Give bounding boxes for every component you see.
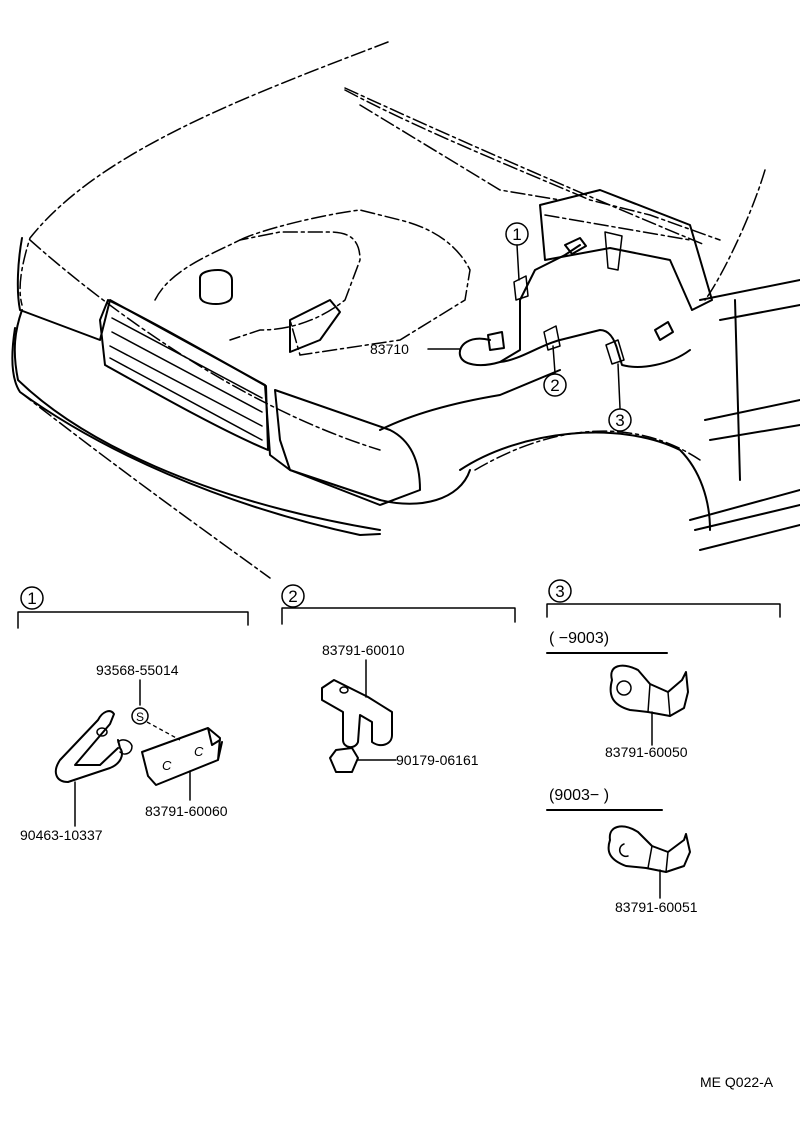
svg-text:S: S bbox=[136, 710, 144, 724]
sensor-harness-2 bbox=[499, 329, 691, 368]
grille-slat-2 bbox=[111, 331, 263, 413]
vehicle-illustration bbox=[11, 41, 800, 579]
svg-text:3: 3 bbox=[555, 582, 564, 601]
svg-text:C: C bbox=[194, 744, 204, 759]
bracket-60050-fold bbox=[647, 683, 671, 717]
grommet-dash bbox=[146, 721, 181, 741]
bumper-bottom bbox=[19, 391, 271, 579]
sensor-harness bbox=[458, 244, 581, 367]
wheel-arch bbox=[459, 431, 711, 531]
sensor-clamp-1 bbox=[513, 275, 529, 301]
bracket-60051-fold bbox=[647, 845, 669, 873]
callout-1: 1 bbox=[505, 222, 529, 246]
detail-1-header: 1 bbox=[17, 586, 249, 629]
svg-text:2: 2 bbox=[288, 587, 297, 606]
leader-c1 bbox=[516, 244, 520, 281]
part-number-93568-55014: 93568-55014 bbox=[96, 662, 179, 678]
reservoir-tank bbox=[199, 269, 233, 305]
front-face bbox=[13, 309, 381, 531]
range-upper: ( −9003) bbox=[549, 630, 609, 647]
sensor-plug bbox=[487, 331, 505, 351]
grille-outline bbox=[99, 299, 269, 451]
clamp-eye bbox=[96, 727, 108, 737]
engine-air-cleaner bbox=[154, 231, 361, 341]
door-line-3 bbox=[704, 399, 800, 421]
sensor-connector-a bbox=[564, 237, 587, 255]
nut-90179 bbox=[329, 747, 359, 773]
callout-3: 3 bbox=[608, 408, 632, 432]
detail-3-header: 3 bbox=[546, 579, 781, 618]
svg-text:1: 1 bbox=[27, 589, 36, 608]
grille-slat-1 bbox=[111, 317, 263, 399]
grille-slat-3 bbox=[109, 345, 263, 427]
leader-c3 bbox=[617, 363, 621, 409]
part-number-83791-60010: 83791-60010 bbox=[322, 642, 405, 658]
bracket-83791-60010 bbox=[321, 679, 393, 748]
sensor-connector-b bbox=[654, 321, 674, 341]
callout-2: 2 bbox=[543, 373, 567, 397]
footer-code: ME Q022-A bbox=[700, 1074, 774, 1090]
grille-slat-4 bbox=[109, 357, 263, 441]
fender-line bbox=[379, 369, 561, 431]
battery-hold bbox=[604, 231, 623, 271]
bracket-83791-60050 bbox=[609, 664, 689, 717]
rocker-1 bbox=[689, 489, 800, 521]
svg-text:1: 1 bbox=[512, 225, 521, 244]
rocker-2 bbox=[694, 504, 800, 531]
svg-text:3: 3 bbox=[615, 411, 624, 430]
svg-text:2: 2 bbox=[550, 376, 559, 395]
bracket-83791-60051 bbox=[607, 825, 691, 873]
part-number-83710: 83710 bbox=[370, 341, 409, 357]
bracket-60051-hole bbox=[618, 843, 629, 858]
bracket-83791-60060 bbox=[141, 727, 223, 786]
door-line-4 bbox=[709, 424, 800, 441]
windshield-edge bbox=[344, 87, 706, 246]
sensor-clamp-3 bbox=[605, 339, 625, 365]
wheelhouse-inner bbox=[474, 430, 701, 471]
hood-rear-edge bbox=[344, 89, 721, 241]
door-line-2 bbox=[719, 304, 800, 321]
battery bbox=[539, 189, 713, 311]
sensor-clamp-2 bbox=[543, 325, 561, 351]
engine-block bbox=[239, 209, 471, 356]
hood-outline bbox=[19, 41, 389, 306]
clamp-collar bbox=[117, 739, 133, 755]
body-front-outline bbox=[16, 237, 381, 501]
bracket-60050-hole bbox=[616, 680, 632, 696]
hood-center bbox=[359, 104, 561, 201]
headlamp bbox=[274, 389, 421, 506]
range-lower: (9003− ) bbox=[549, 787, 609, 804]
a-pillar-base bbox=[734, 299, 741, 481]
detail-2-header: 2 bbox=[281, 584, 516, 625]
part-number-83791-60051: 83791-60051 bbox=[615, 899, 698, 915]
fender-lower bbox=[379, 469, 471, 505]
windshield-pillar bbox=[704, 169, 766, 301]
door-line-1 bbox=[699, 279, 800, 301]
clamp-90463 bbox=[54, 710, 123, 783]
grommet-s: S bbox=[131, 707, 149, 725]
part-number-90179-06161: 90179-06161 bbox=[396, 752, 479, 768]
part-number-83791-60050: 83791-60050 bbox=[605, 744, 688, 760]
part-number-83791-60060: 83791-60060 bbox=[145, 803, 228, 819]
bracket-hole bbox=[339, 686, 349, 694]
rocker-3 bbox=[699, 524, 800, 551]
svg-text:C: C bbox=[162, 758, 172, 773]
leader-c2 bbox=[552, 345, 556, 374]
bumper bbox=[11, 327, 381, 536]
battery-top bbox=[544, 214, 691, 241]
part-number-90463-10337: 90463-10337 bbox=[20, 827, 103, 843]
engine-cover bbox=[289, 299, 341, 353]
